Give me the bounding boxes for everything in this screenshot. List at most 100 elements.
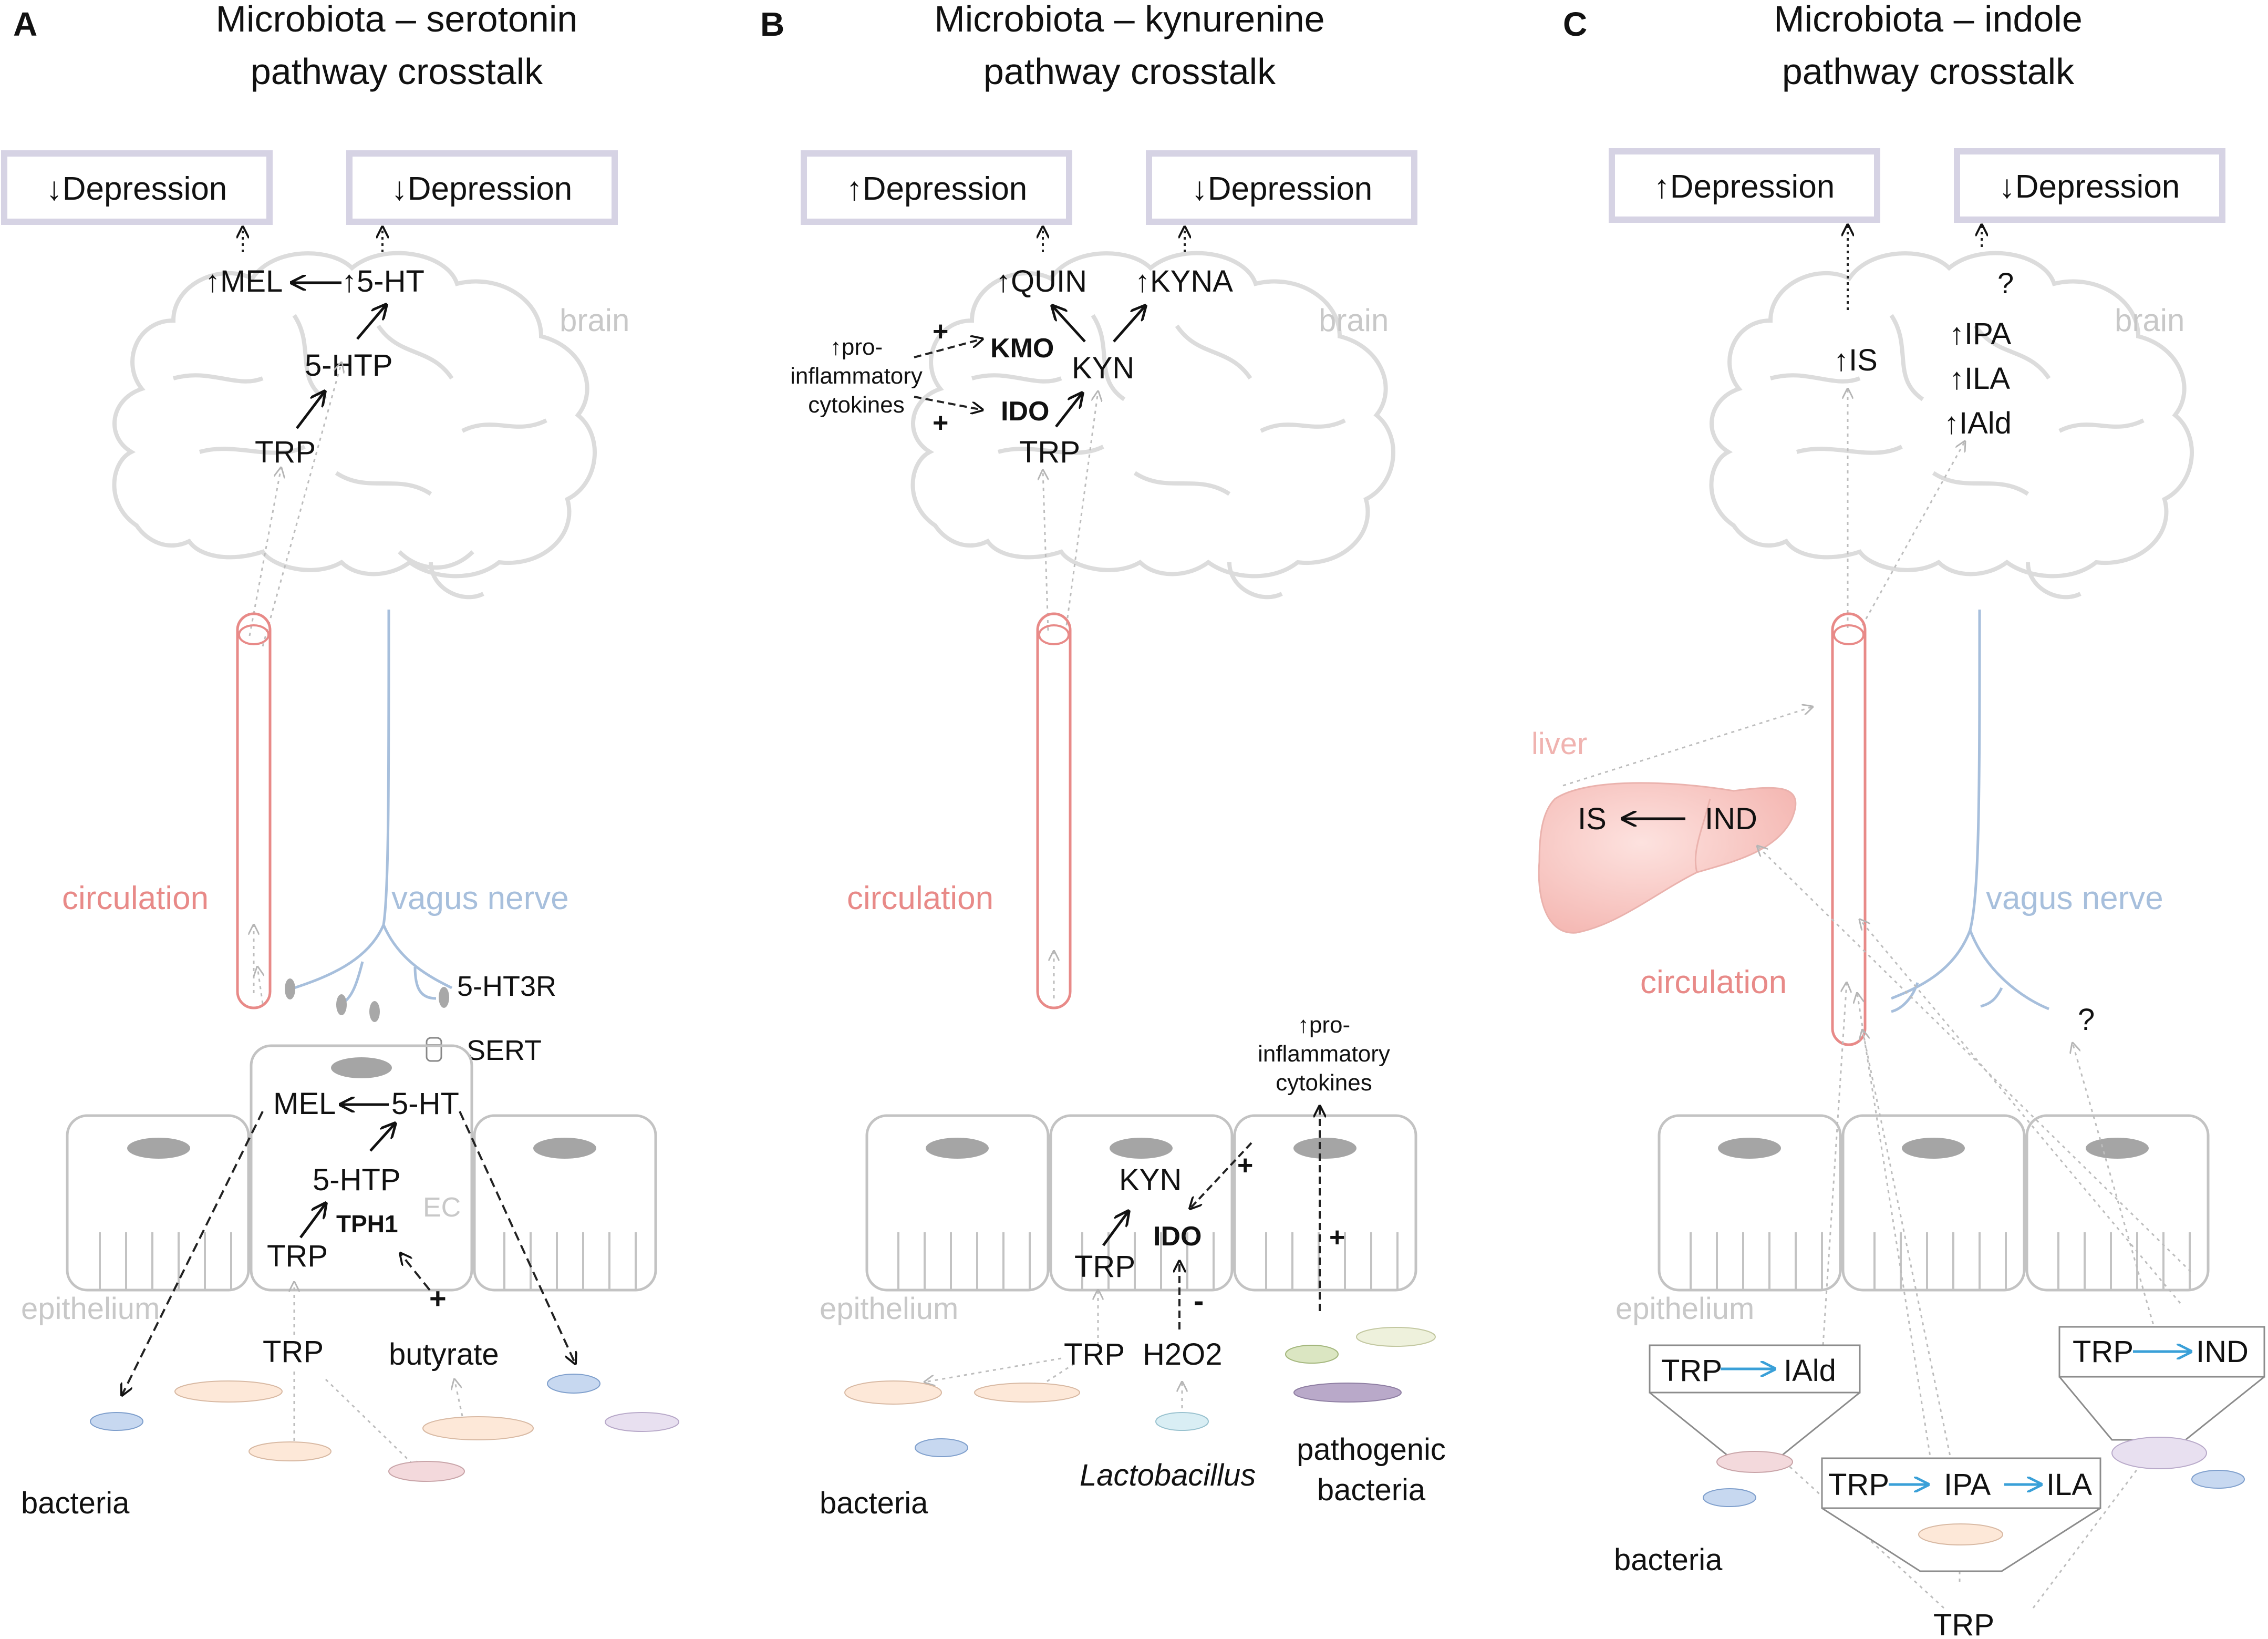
dotted-flow [1861, 441, 1965, 626]
panel-b: B Microbiota – kynurenine pathway crosst… [760, 0, 1446, 1520]
panel-letter: C [1563, 5, 1587, 43]
brain-icon [112, 251, 597, 600]
dotted-flow [1862, 1030, 1955, 1477]
epithelial-cell-icon [1658, 1114, 1842, 1292]
bacteria-icon [844, 1327, 1436, 1457]
depression-box-right: ↓Depression [1954, 148, 2225, 223]
mel-brain: ↑MEL [205, 264, 283, 298]
bacterium-icon [1918, 1523, 2003, 1545]
panel-letter: A [13, 5, 37, 43]
trp-cell: TRP [1074, 1250, 1135, 1284]
panel-a: A Microbiota – serotonin pathway crossta… [1, 0, 679, 1520]
cytokines-line1: ↑pro- [830, 334, 883, 360]
trp-lumen: TRP [263, 1335, 324, 1369]
panel-c: C Microbiota – indole pathway crosstalk … [1531, 0, 2265, 1639]
butyrate-label: butyrate [389, 1337, 499, 1372]
epithelial-cell-icon [1049, 1114, 1234, 1292]
brain-label: brain [2115, 303, 2184, 338]
arrow-trp-to-htp-cell [299, 1203, 326, 1239]
depression-box-left: ↓Depression [1, 150, 273, 225]
epithelial-cell-icon [865, 1114, 1050, 1292]
dotted-flow [925, 1357, 1062, 1382]
gut-cytokines-line1: ↑pro- [1298, 1012, 1350, 1038]
arrow-trp-to-kyn [1055, 393, 1082, 428]
gut-cytokines-line3: cytokines [1276, 1070, 1372, 1096]
sert-label: SERT [467, 1035, 542, 1066]
dotted-flow [1860, 920, 2181, 1304]
arrow-kyn-to-kyna [1113, 306, 1145, 343]
vagus-nerve-icon [294, 609, 453, 1005]
bacteria-label: bacteria [1614, 1543, 1723, 1577]
quin-label: ↑QUIN [996, 264, 1087, 298]
reaction-substrate: TRP [1828, 1468, 1889, 1502]
depression-label: ↓Depression [1999, 169, 2180, 205]
unknown-marker: ? [2078, 1003, 2095, 1037]
panel-title-line1: Microbiota – serotonin [216, 0, 578, 39]
unknown-marker: ? [1997, 266, 2014, 300]
is-liver: IS [1578, 802, 1607, 836]
reaction-product: ILA [2046, 1468, 2092, 1502]
dotted-flow [1822, 983, 1847, 1346]
vagus-label: vagus nerve [1986, 880, 2163, 916]
depression-label: ↓Depression [391, 171, 573, 207]
dashed-arrow-cytokines-kmo [914, 339, 982, 358]
arrow-kyn-to-quin [1052, 306, 1086, 343]
ido-cell: IDO [1153, 1221, 1202, 1252]
depression-label: ↓Depression [46, 171, 227, 207]
dotted-flow [262, 363, 341, 647]
epithelial-cell-icon [1233, 1114, 1417, 1292]
dotted-flow [248, 468, 281, 636]
dotted-flow [257, 967, 263, 1004]
ido-enzyme: IDO [1001, 396, 1049, 427]
arrow-htp-to-5ht-cell [369, 1123, 395, 1152]
plus-sign: + [1329, 1222, 1345, 1253]
dotted-flow [1065, 391, 1098, 626]
reaction-substrate: TRP [2073, 1335, 2134, 1369]
arrow-htp-to-5ht [356, 305, 386, 340]
dotted-flow [325, 1378, 420, 1471]
cytokines-line3: cytokines [808, 392, 904, 418]
epithelial-cell-icon [473, 1114, 657, 1292]
bacterium-icon [2111, 1437, 2207, 1469]
dashed-arrow-cytokines-ido [914, 396, 982, 410]
dotted-flow [454, 1379, 463, 1417]
depression-label: ↑Depression [1654, 169, 1835, 205]
plus-sign: + [429, 1282, 447, 1315]
panel-title-line2: pathway crosstalk [1782, 51, 2075, 92]
receptor-icon [285, 978, 449, 1022]
circulation-label: circulation [1640, 964, 1787, 1001]
panel-title-line1: Microbiota – indole [1774, 0, 2083, 39]
plus-sign: + [933, 316, 948, 347]
depression-box-left: ↑Depression [801, 150, 1072, 225]
depression-label: ↓Depression [1192, 171, 1373, 207]
arrow-trp-to-kyn-cell [1102, 1211, 1128, 1246]
dashed-arrow-butyrate-to-tph1 [400, 1253, 431, 1291]
dashed-arrow-5ht-to-lumen [459, 1111, 575, 1364]
enterochromaffin-cell-icon [250, 1044, 473, 1292]
liver-icon [1538, 782, 1797, 934]
circulation-label: circulation [847, 880, 993, 916]
epithelium-label: epithelium [1615, 1292, 1754, 1326]
blood-vessel-icon [236, 612, 272, 1009]
trp-lumen: TRP [1064, 1337, 1125, 1372]
reaction-substrate: TRP [1661, 1354, 1722, 1388]
bacterium-icon [2191, 1470, 2245, 1489]
iald-brain: ↑IAld [1944, 406, 2012, 440]
blood-vessel-icon [1036, 612, 1072, 1009]
bacteria-label: bacteria [820, 1486, 928, 1520]
minus-sign: - [1194, 1284, 1204, 1318]
reaction-product: IAld [1784, 1354, 1836, 1388]
serotonin-cell: 5-HT [391, 1087, 459, 1121]
epithelium-label: epithelium [820, 1292, 958, 1326]
dotted-flow [2032, 1450, 2151, 1609]
circulation-label: circulation [62, 880, 209, 916]
dotted-flow [1043, 470, 1049, 631]
sert-transporter-icon [426, 1037, 442, 1062]
tph1-enzyme: TPH1 [336, 1210, 398, 1238]
panel-title-line1: Microbiota – kynurenine [934, 0, 1324, 39]
cytokines-line2: inflammatory [790, 363, 923, 389]
vagus-label: vagus nerve [391, 880, 569, 916]
panel-title-line2: pathway crosstalk [251, 51, 543, 92]
kmo-enzyme: KMO [990, 333, 1054, 364]
